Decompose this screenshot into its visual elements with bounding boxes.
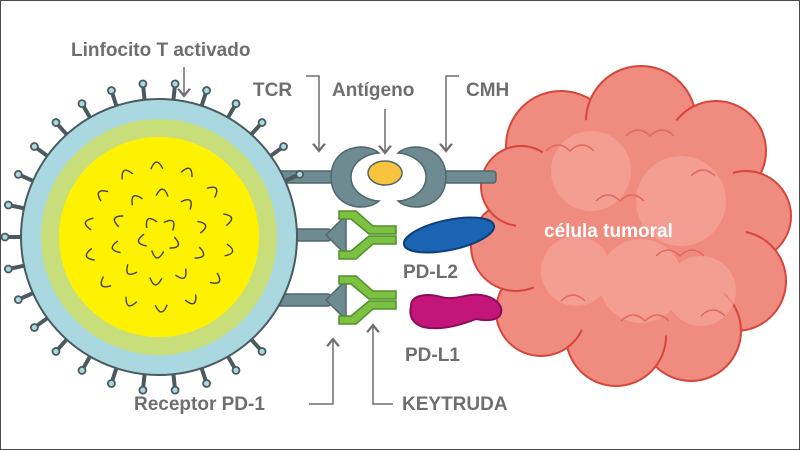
activated-t-cell [1, 79, 305, 395]
cell-spike-tip [202, 86, 211, 95]
label-pd-l1: PD-L1 [405, 345, 460, 366]
nucleus-squiggle [100, 276, 112, 288]
nucleus-squiggle [126, 264, 138, 275]
label-tcr: TCR [253, 80, 293, 101]
cell-spike-tip [3, 200, 13, 210]
nucleus-squiggle [85, 247, 95, 261]
cell-spike-tip [138, 385, 148, 395]
cell-spike-tip [30, 323, 39, 332]
pd-l1-ligand [409, 293, 503, 330]
label-keytruda: KEYTRUDA [402, 394, 508, 415]
cell-spike-tip [257, 118, 267, 127]
label-antigen: Antígeno [332, 80, 415, 101]
nucleus-squiggle [169, 236, 180, 249]
nucleus-squiggle [149, 277, 163, 286]
nucleus-squiggle [206, 186, 218, 198]
nucleus-squiggle [197, 220, 207, 234]
cell-spike-tip [138, 79, 148, 89]
nucleus-squiggle [154, 304, 168, 313]
cell-spike-tip [107, 86, 116, 95]
label-mhc: CMH [466, 80, 510, 101]
label-activated-t-cell: Linfocito T activado [71, 40, 251, 61]
cell-spike-tip [3, 264, 13, 274]
cell-spike-tip [107, 379, 116, 388]
cell-spike-tip [231, 99, 241, 109]
cell-spike-tip [231, 365, 241, 375]
nucleus-squiggle [137, 233, 147, 247]
cell-spike-tip [279, 142, 288, 151]
nucleus-squiggle [151, 250, 165, 259]
cell-spike-tip [295, 169, 305, 179]
cell-spike-tip [1, 232, 10, 242]
cell-spike-tip [51, 118, 61, 127]
nucleus-squiggle [223, 213, 233, 227]
nucleus-squiggle [180, 199, 192, 210]
antigen-shape [367, 160, 403, 186]
cell-spike-tip [202, 379, 211, 388]
pd1-receptor-upper [265, 210, 397, 260]
cell-spike-tip [13, 169, 23, 179]
cell-spike-tip [170, 79, 180, 89]
nucleus-squiggle [163, 219, 175, 231]
cell-spike-tip [13, 295, 23, 305]
nucleus-squiggle [155, 188, 169, 197]
nucleus-squiggle [131, 195, 143, 206]
nucleus-squiggle [125, 296, 138, 307]
cell-spike-tip [30, 142, 39, 151]
nucleus-squiggle [121, 169, 134, 180]
nucleus-squiggle [224, 243, 234, 257]
label-tumor-cell: célula tumoral [544, 221, 673, 242]
nucleus-squiggle [84, 217, 94, 231]
nucleus-squiggle [209, 272, 221, 284]
cell-spike-tip [257, 347, 267, 356]
nucleus-squiggle [184, 294, 197, 305]
nucleus-squiggle [194, 246, 205, 259]
pd-l2-ligand [402, 216, 496, 254]
nucleus-squiggle [175, 268, 187, 279]
nucleus-squiggle [111, 240, 121, 254]
label-pd1-receptor: Receptor PD-1 [134, 394, 265, 415]
nucleus-squiggle [113, 215, 124, 228]
label-pd-l2: PD-L2 [403, 262, 458, 283]
nucleus-squiggle [97, 190, 109, 202]
cell-spike-tip [170, 385, 180, 395]
cell-spike-tip [51, 347, 61, 356]
leader-lines [184, 67, 459, 405]
nucleus-squiggle [180, 167, 193, 178]
cell-spike-tip [77, 99, 87, 109]
nucleus-squiggle [145, 217, 158, 229]
cell-spike-tip [77, 365, 87, 375]
nucleus-squiggle [150, 161, 164, 170]
